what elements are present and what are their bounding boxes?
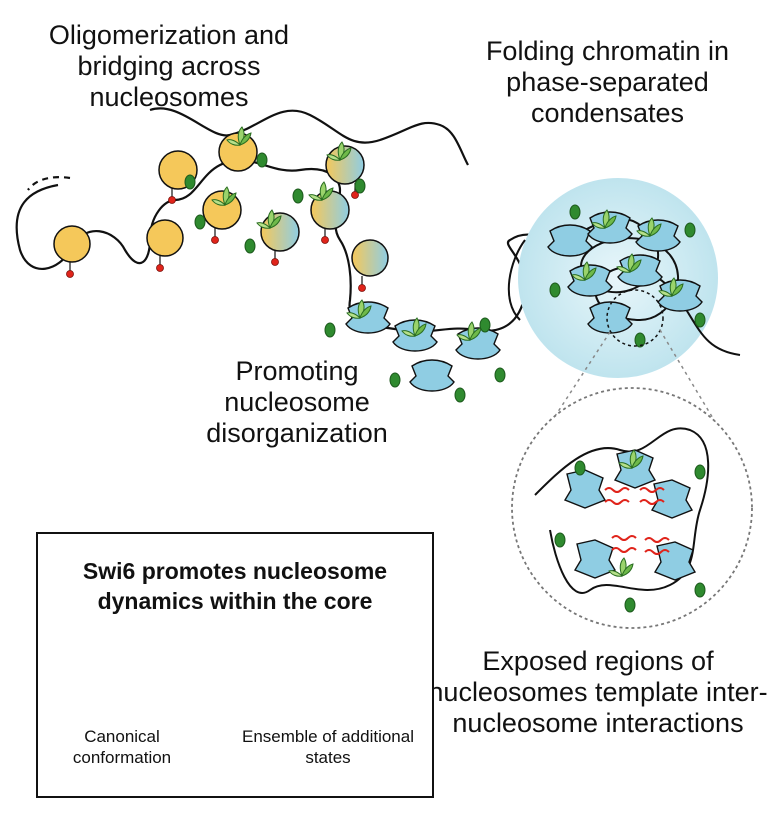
label-exposed-regions: Exposed regions of nucleosomes template … [428,646,768,738]
legend-box: Swi6 promotes nucleosome dynamics within… [36,532,434,798]
nucleosome-transition [325,145,365,185]
nucleosome-disordered [547,224,593,257]
histone-tail [320,227,330,245]
nucleosome-exposed [564,469,606,509]
condensate-tail-dna [507,239,526,321]
histone-tail [270,249,280,267]
swi6-chromodomain [494,367,506,383]
nucleosome-exposed [574,539,616,579]
swi6-chromodomain [194,214,206,230]
histone-tail [65,261,75,279]
nucleosome-canonical [218,132,258,172]
legend-caption-ensemble: Ensemble of additional states [241,727,414,767]
swi6-chromodomain [694,464,706,480]
swi6-chromodomain [624,597,636,613]
swi6-chromodomain [549,282,561,298]
swi6-chromodomain [324,322,336,338]
swi6-chromodomain [574,460,586,476]
swi6-chromodomain [184,174,196,190]
dna-fiber-top [149,107,469,166]
nucleosome-exposed [651,479,693,519]
histone-tail [155,255,165,273]
nucleosome-canonical [146,219,184,257]
swi6-chromodomain [569,204,581,220]
nucleosome-disordered [567,264,613,297]
swi6-chromodomain [554,532,566,548]
swi6-chromodomain [684,222,696,238]
histone-tail [167,187,177,205]
nucleosome-canonical [53,225,91,263]
nucleosome-exposed [654,541,696,581]
zoom-inset [511,387,753,629]
swi6-chromodomain [244,238,256,254]
nucleosome-disordered [587,301,633,334]
histone-tail [357,275,367,293]
swi6-chromodomain [256,152,268,168]
zoom-region [606,289,664,347]
dna-dashed [27,176,71,191]
swi6-chromodomain [454,387,466,403]
inset-dna [534,427,710,594]
nucleosome-transition [351,239,389,277]
legend-caption-canonical: Canonical conformation [72,727,172,767]
swi6-chromodomain [479,317,491,333]
swi6-chromodomain [354,178,366,194]
label-folding-chromatin: Folding chromatin in phase-separated con… [485,36,730,128]
swi6-chromodomain [694,312,706,328]
nucleosome-disordered [587,211,633,244]
label-promoting-disorganization: Promoting nucleosome disorganization [206,356,388,448]
legend-title: Swi6 promotes nucleosome dynamics within… [82,558,388,614]
nucleosome-disordered [409,359,455,392]
swi6-chromodomain [292,188,304,204]
label-oligomerization: Oligomerization and bridging across nucl… [48,20,290,112]
swi6-chromodomain [694,582,706,598]
inter-nucleosome-interactions [604,487,670,555]
histone-tail [210,227,220,245]
